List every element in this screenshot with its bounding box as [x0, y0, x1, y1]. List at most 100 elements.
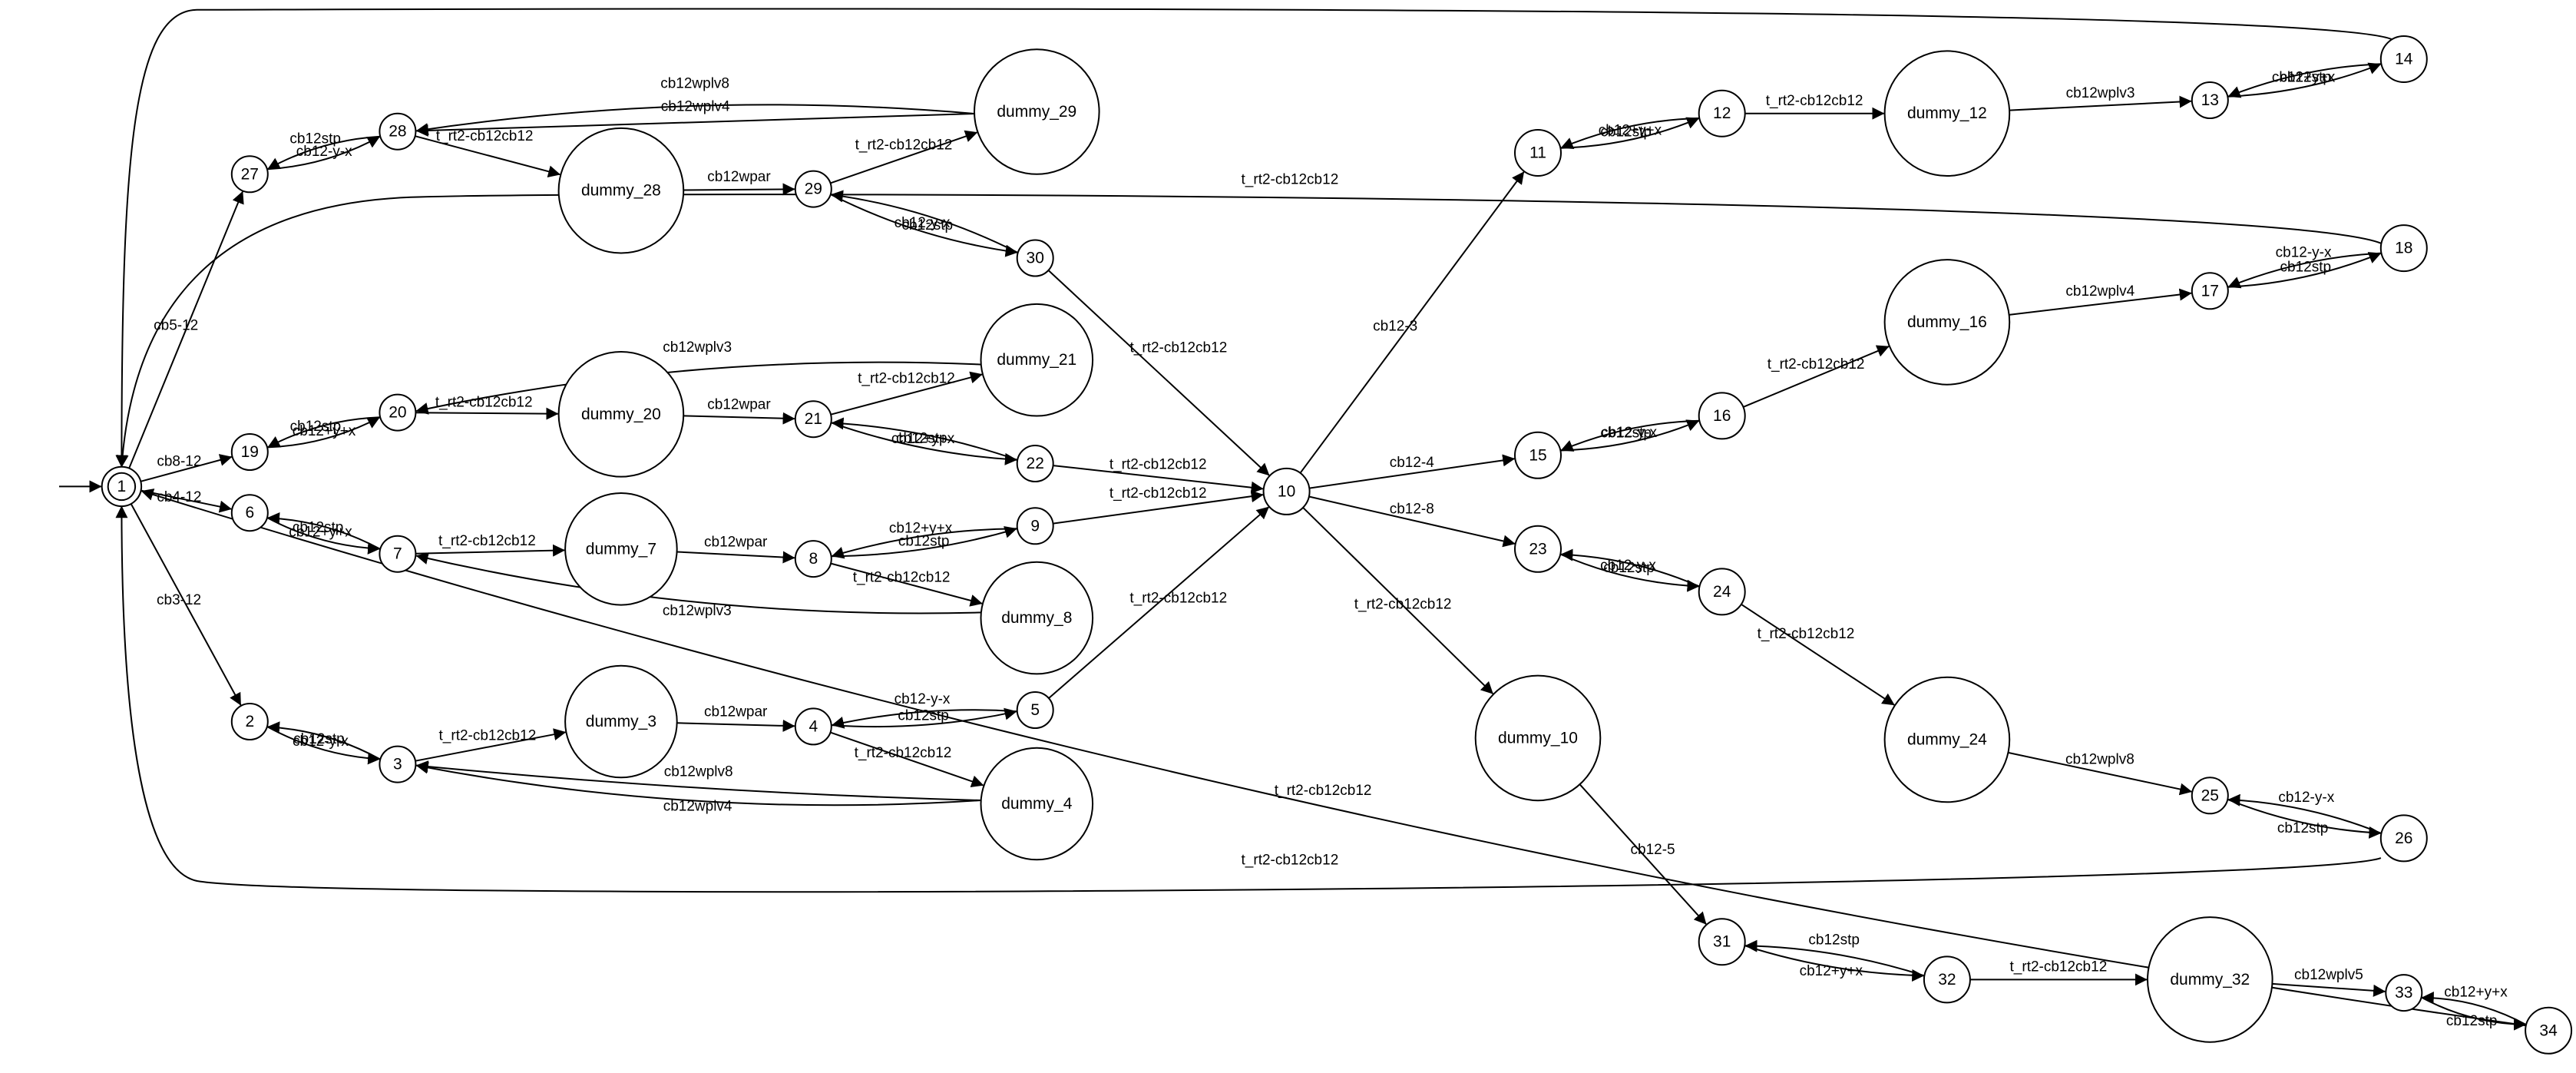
edge-label: cb12-y-x	[1601, 425, 1657, 441]
state-label: 9	[1030, 517, 1040, 535]
edge-31-to-32	[1744, 945, 1925, 982]
edge-3-to-2	[267, 721, 381, 760]
edge-29-to-30	[830, 194, 1018, 257]
edge-label: cb12wpar	[707, 397, 771, 413]
edge-label: cb12stp	[896, 431, 947, 447]
edge-10-to-15	[1309, 454, 1516, 489]
state-label: 21	[805, 410, 822, 428]
edge-label: cb12-y-x	[894, 691, 951, 707]
state-label: dummy_29	[997, 103, 1076, 121]
state-node-21: 21	[794, 400, 832, 439]
state-node-dummy-29: dummy_29	[974, 48, 1100, 175]
edge-1-to-19	[140, 454, 233, 482]
accepting-ring	[107, 472, 137, 502]
edge-label: cb12stp	[1600, 425, 1652, 441]
edge-22-to-10	[1053, 465, 1264, 494]
edge-label: t_rt2-cb12cb12	[1758, 626, 1855, 642]
edge-15-to-16	[1560, 419, 1700, 452]
state-label: 33	[2395, 984, 2412, 1002]
state-node-25: 25	[2191, 777, 2229, 815]
state-node-26: 26	[2379, 814, 2428, 863]
state-circle	[980, 303, 1094, 417]
state-circle	[794, 540, 832, 578]
edge-label: cb12+y+x	[889, 520, 953, 536]
edge-32-to-31	[1744, 939, 1925, 977]
state-label: dummy_3	[586, 713, 656, 730]
edge-dummy_28-to-29	[683, 183, 795, 196]
edge-18-to-17	[2227, 252, 2382, 289]
state-node-6: 6	[230, 494, 269, 532]
state-circle	[557, 127, 685, 254]
edge-label: cb12stp	[902, 217, 954, 233]
state-label: dummy_21	[997, 351, 1076, 369]
state-node-10: 10	[1262, 467, 1311, 515]
state-circle	[2147, 916, 2273, 1043]
state-node-34: 34	[2525, 1006, 2573, 1055]
edge-label: t_rt2-cb12cb12	[1130, 340, 1228, 356]
edge-label: t_rt2-cb12cb12	[435, 394, 533, 410]
edge-label: cb12+y+x	[1800, 963, 1863, 979]
state-label: 4	[809, 717, 818, 735]
state-circle	[1016, 239, 1054, 277]
state-label: 28	[389, 123, 406, 141]
edge-29-to-dummy_29	[830, 130, 978, 184]
state-node-dummy-24: dummy_24	[1883, 676, 2011, 803]
edge-20-to-dummy_20	[415, 407, 559, 420]
edge-label: cb12-y-x	[2278, 790, 2334, 806]
edge-21-to-dummy_21	[830, 371, 983, 416]
state-label: dummy_7	[586, 540, 656, 558]
state-label: 18	[2395, 240, 2412, 257]
edge-label: cb12stp	[293, 731, 345, 747]
state-label: 26	[2395, 830, 2412, 847]
edge-label: t_rt2-cb12cb12	[1129, 591, 1227, 607]
edge-label: cb12+y+x	[891, 431, 955, 447]
state-circle	[1698, 89, 1746, 137]
edge-label: cb12-y-x	[293, 734, 349, 750]
state-label: dummy_32	[2170, 971, 2250, 989]
edge-dummy_21-to-20	[415, 361, 981, 415]
state-circle	[794, 400, 832, 439]
state-node-15: 15	[1514, 431, 1562, 479]
state-circle	[1698, 918, 1746, 966]
state-node-32: 32	[1923, 955, 1971, 1004]
edge-label: cb12stp	[290, 419, 342, 435]
edge-label: cb12wpar	[707, 169, 771, 185]
state-node-dummy-4: dummy_4	[980, 747, 1094, 861]
edge-1-to-2	[130, 503, 242, 706]
state-circle	[230, 155, 269, 194]
edge-label: cb12stp	[289, 131, 341, 147]
state-label: 5	[1030, 701, 1040, 719]
state-circle	[230, 703, 269, 740]
state-node-8: 8	[794, 540, 832, 578]
edge-label: t_rt2-cb12cb12	[1109, 457, 1207, 473]
state-node-12: 12	[1698, 89, 1746, 137]
state-label: 8	[809, 550, 818, 568]
state-label: 27	[241, 165, 259, 183]
state-label: 7	[393, 545, 402, 563]
state-label: 19	[241, 443, 259, 461]
edge-dummy_29-to-28	[415, 113, 975, 137]
state-label: 29	[805, 180, 822, 198]
edge-label: cb12wplv5	[2294, 967, 2363, 983]
state-label: dummy_20	[581, 406, 661, 423]
state-circle	[1883, 676, 2011, 803]
edge-label: cb12-y-x	[1600, 558, 1656, 574]
state-circle	[2385, 974, 2423, 1012]
state-circle	[980, 561, 1094, 675]
state-circle	[794, 707, 832, 746]
edge-label: cb12wplv8	[664, 764, 733, 780]
edge-label: cb12stp	[1603, 560, 1655, 576]
state-circle	[230, 433, 269, 471]
state-label: 32	[1938, 971, 1956, 989]
edge-7-to-6	[267, 512, 381, 550]
state-label: 16	[1713, 407, 1731, 425]
state-label: dummy_16	[1907, 313, 1987, 331]
edge-dummy_10-to-31	[1579, 783, 1707, 925]
state-node-11: 11	[1514, 129, 1562, 177]
state-label: 34	[2539, 1022, 2558, 1039]
edge-label: t_rt2-cb12cb12	[1767, 356, 1865, 373]
edge-16-to-15	[1560, 419, 1700, 452]
edge-label: cb12+y+x	[2272, 70, 2336, 86]
state-circle	[2191, 777, 2229, 815]
